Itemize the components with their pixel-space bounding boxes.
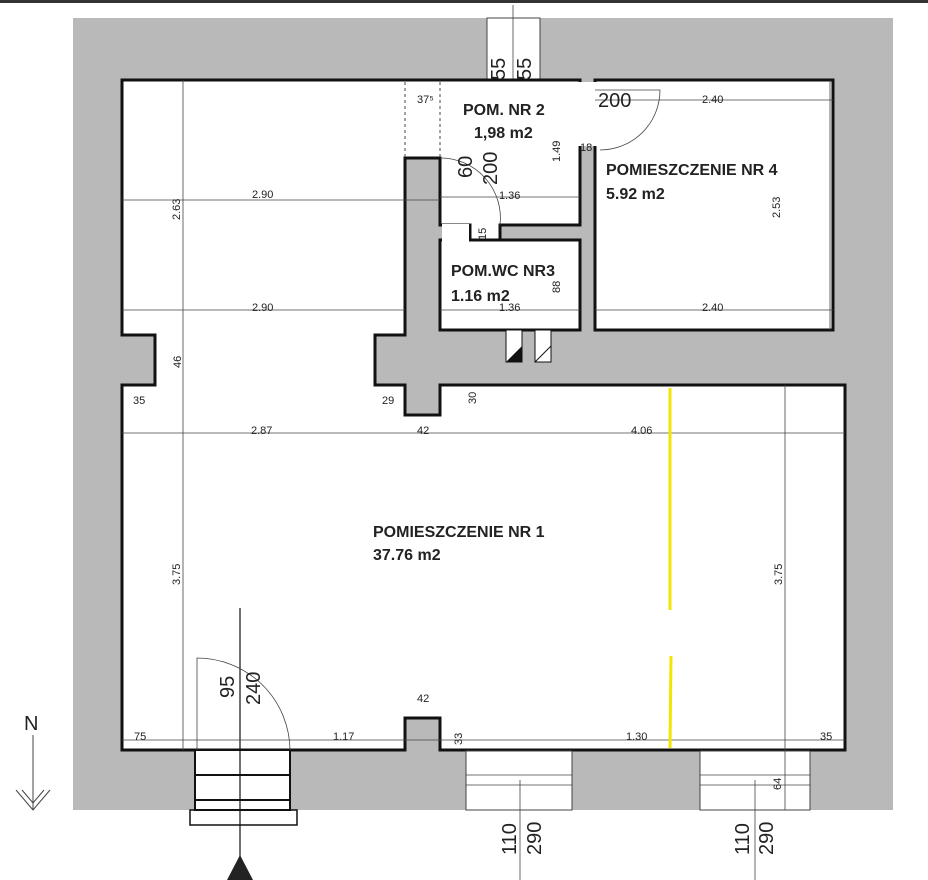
room-2-area: 1,98 m2 bbox=[474, 125, 533, 142]
dim-label: 30 bbox=[467, 392, 479, 404]
room-4-area: 5.92 m2 bbox=[606, 186, 665, 203]
dim-label: 60 bbox=[455, 156, 477, 178]
dim-label: 110 bbox=[732, 823, 754, 855]
dim-label: 3.75 bbox=[773, 564, 785, 585]
dim-label: 110 bbox=[499, 823, 521, 855]
dim-label: 29 bbox=[382, 395, 394, 407]
room-1-area: 37.76 m2 bbox=[373, 547, 441, 564]
dim-label: 64 bbox=[772, 778, 784, 790]
room-2-name: POM. NR 2 bbox=[463, 102, 545, 119]
dim-label: 42 bbox=[417, 693, 429, 705]
room-3-area: 1.16 m2 bbox=[451, 288, 510, 305]
north-arrow-icon: N bbox=[15, 713, 51, 811]
dim-label: 2.87 bbox=[251, 425, 272, 437]
flue bbox=[534, 329, 552, 363]
dim-label: 290 bbox=[524, 822, 546, 855]
dim-label: 15 bbox=[477, 228, 489, 240]
dim-label: 1.30 bbox=[626, 731, 647, 743]
dim-label: 290 bbox=[756, 822, 778, 855]
dim-label: 2.40 bbox=[702, 94, 723, 106]
window bbox=[465, 750, 573, 811]
vent-opening bbox=[486, 17, 541, 81]
dim-label: 2.40 bbox=[702, 302, 723, 314]
dim-label: 88 bbox=[551, 281, 563, 293]
dim-label: 37⁵ bbox=[417, 94, 434, 106]
room-4-name: POMIESZCZENIE NR 4 bbox=[606, 162, 778, 179]
dim-label: 35 bbox=[820, 731, 832, 743]
dim-label: 55 bbox=[488, 58, 510, 80]
room-3-name: POM.WC NR3 bbox=[451, 263, 555, 280]
dim-label: 1.17 bbox=[333, 731, 354, 743]
room-4 bbox=[593, 78, 835, 332]
highlight-line bbox=[668, 655, 673, 749]
dim-label: 2.53 bbox=[771, 197, 783, 218]
north-label: N bbox=[24, 713, 38, 735]
dim-label: 35 bbox=[133, 395, 145, 407]
dim-label: 1.36 bbox=[499, 190, 520, 202]
dim-label: 3.75 bbox=[171, 564, 183, 585]
dim-label: 2.63 bbox=[171, 199, 183, 220]
dim-label: 46 bbox=[172, 356, 184, 368]
dim-label: 1.49 bbox=[551, 141, 563, 162]
room-1-name: POMIESZCZENIE NR 1 bbox=[373, 524, 545, 541]
dim-label: 95 bbox=[217, 676, 239, 698]
dim-label: 2.90 bbox=[252, 189, 273, 201]
dim-label: 55 bbox=[514, 58, 536, 80]
dim-label: 1.36 bbox=[499, 302, 520, 314]
dim-label: 75 bbox=[134, 731, 146, 743]
dim-label: 240 bbox=[243, 672, 265, 705]
entrance-arrow bbox=[227, 855, 253, 880]
dim-label: 4.06 bbox=[631, 425, 652, 437]
room-wc bbox=[438, 238, 582, 332]
dim-label: 200 bbox=[480, 152, 502, 185]
dim-label: 200 bbox=[598, 90, 631, 112]
dim-label: 2.90 bbox=[252, 302, 273, 314]
dim-label: 18 bbox=[580, 142, 592, 154]
top-bar bbox=[0, 0, 928, 3]
dim-label: 33 bbox=[453, 733, 465, 745]
dim-label: 42 bbox=[417, 425, 429, 437]
